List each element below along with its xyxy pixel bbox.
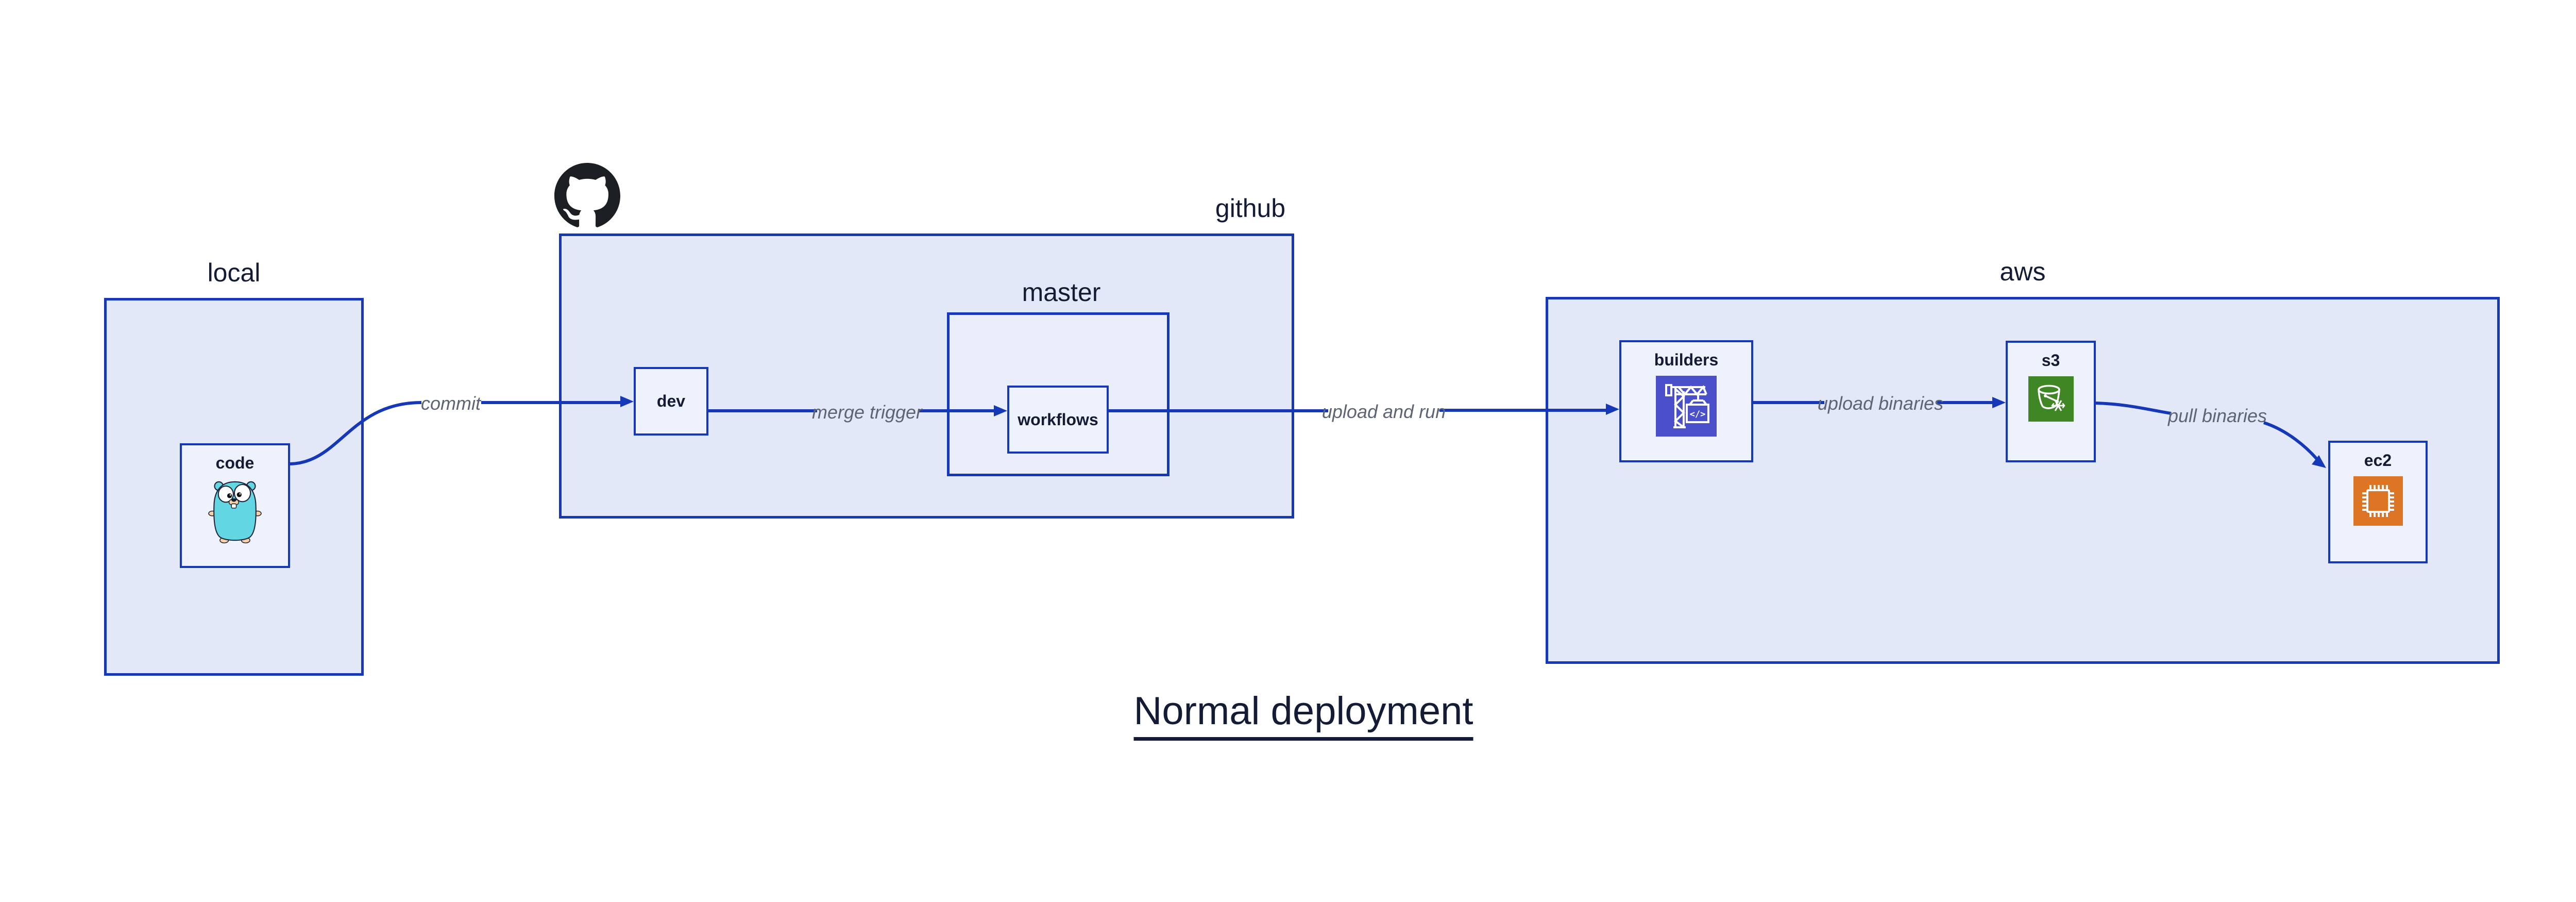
edge-upload-binaries-label: upload binaries: [1817, 393, 1944, 414]
node-builders-label: builders: [1654, 350, 1719, 369]
group-aws-label: aws: [1999, 257, 2046, 286]
aws-codebuild-icon: </>: [1656, 376, 1717, 437]
node-workflows-label: workflows: [1018, 410, 1098, 429]
node-code: code: [180, 443, 290, 568]
group-github-label: github: [1215, 194, 1286, 223]
node-ec2: ec2: [2328, 441, 2428, 563]
edge-commit-label: commit: [421, 393, 481, 414]
node-dev-label: dev: [656, 392, 686, 410]
node-s3-label: s3: [2041, 351, 2060, 370]
node-workflows: workflows: [1007, 386, 1109, 454]
svg-text:</>: </>: [1690, 409, 1706, 420]
aws-ec2-chip-icon: [2353, 476, 2403, 526]
go-gopher-icon: [208, 481, 262, 544]
edge-merge-trigger-label: merge trigger: [811, 402, 923, 423]
node-s3: s3: [2006, 341, 2096, 462]
aws-s3-glacier-bucket-icon: [2028, 376, 2074, 422]
group-master-label: master: [1022, 278, 1101, 307]
diagram-title: Normal deployment: [1133, 689, 1473, 741]
group-local-label: local: [207, 258, 261, 287]
github-logo-icon: [554, 163, 620, 227]
edge-pull-binaries-label: pull binaries: [2167, 405, 2267, 426]
node-code-label: code: [215, 454, 255, 472]
edge-upload-and-run-label: upload and run: [1321, 401, 1446, 422]
node-ec2-label: ec2: [2364, 451, 2392, 470]
node-builders: builders </>: [1619, 340, 1753, 462]
node-dev: dev: [634, 367, 708, 436]
